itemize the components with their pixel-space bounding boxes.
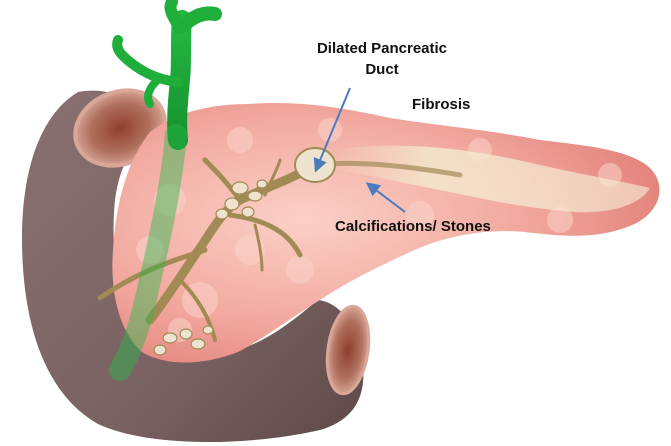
label-dilated-line1: Dilated Pancreatic [282, 38, 482, 59]
dilated-duct-sac [295, 148, 335, 182]
label-fibrosis: Fibrosis [412, 94, 470, 115]
label-dilated-pancreatic-duct: Dilated Pancreatic Duct [282, 38, 482, 80]
label-calcifications-stones: Calcifications/ Stones [335, 216, 491, 237]
label-dilated-line2: Duct [282, 59, 482, 80]
